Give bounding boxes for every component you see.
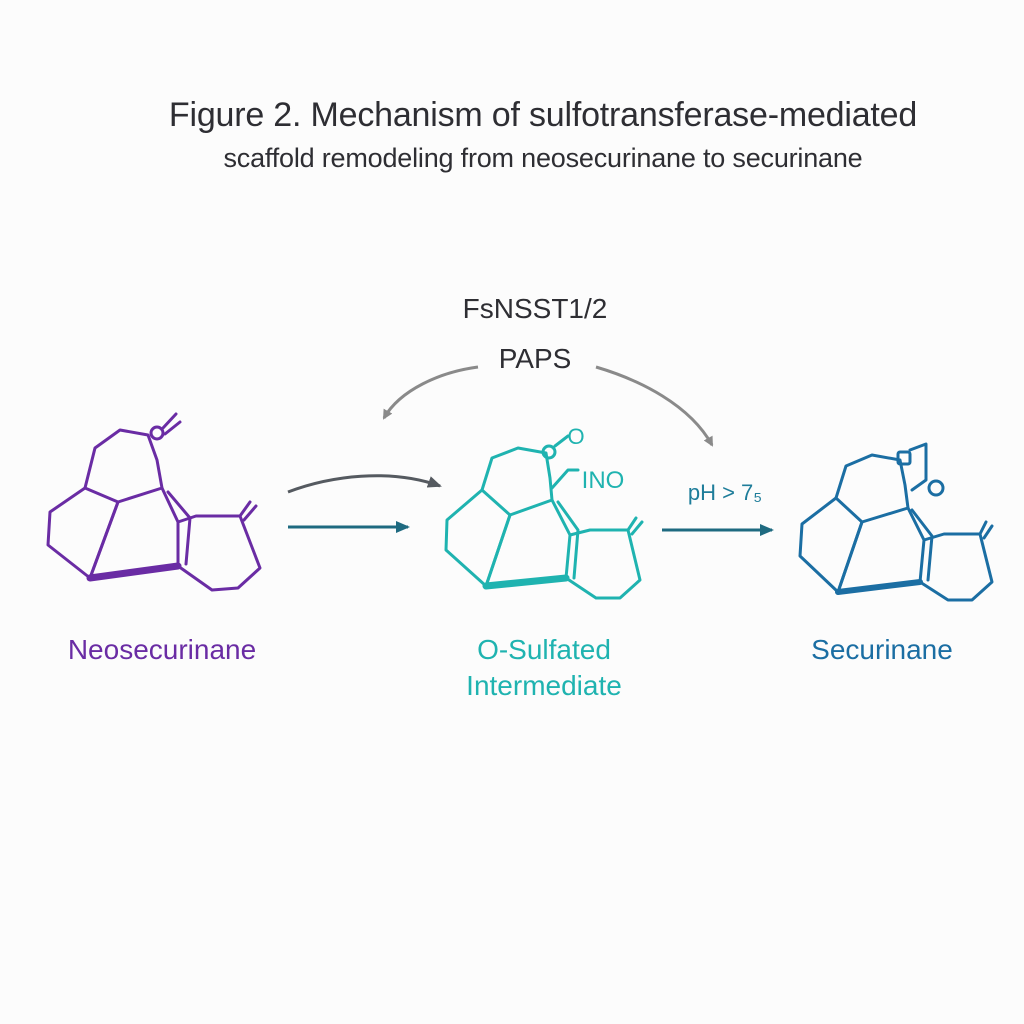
figure-title-line1: Figure 2. Mechanism of sulfotransferase-… — [168, 96, 918, 134]
carbonyl-oxygen-label: O — [567, 424, 584, 449]
compound-name-line2: Intermediate — [466, 670, 622, 701]
o-sulfated-intermediate-structure — [444, 434, 644, 600]
condition-label: pH > 7₅ — [688, 480, 762, 505]
sulfate-group-label: INO — [582, 467, 625, 494]
securinane-structure — [798, 442, 994, 602]
curved-arrow-left — [382, 365, 479, 420]
curved-arrow-right — [595, 365, 714, 447]
neosecurinane-structure — [46, 412, 262, 592]
enzyme-label: FsNSST1/2 — [463, 293, 608, 324]
curved-reaction-arrow — [287, 474, 442, 494]
compound-label-neosecurinane: Neosecurinane — [12, 632, 312, 668]
compound-name: Neosecurinane — [67, 634, 257, 665]
figure-title: Figure 2. Mechanism of sulfotransferase-… — [0, 92, 1024, 178]
compound-name: Securinane — [811, 634, 953, 665]
compound-name-line1: O-Sulfated — [477, 634, 611, 665]
compound-label-o-sulfated-intermediate: O-Sulfated Intermediate — [394, 632, 694, 704]
figure-title-line2: scaffold remodeling from neosecurinane t… — [223, 143, 863, 173]
compound-label-securinane: Securinane — [748, 632, 1016, 668]
cofactor-label: PAPS — [499, 343, 572, 374]
